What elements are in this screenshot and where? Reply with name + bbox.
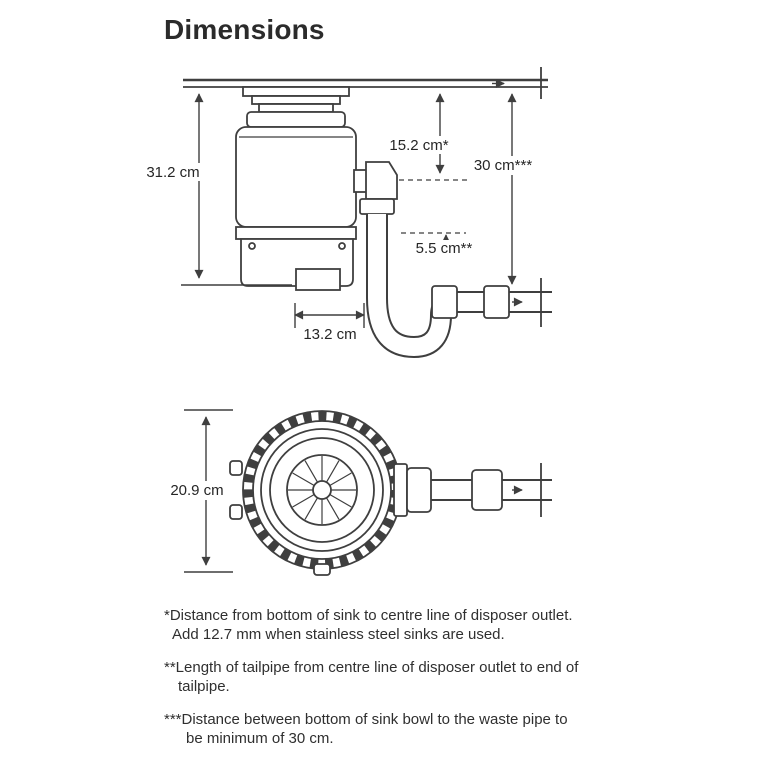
dim-tailpipe-label: 5.5 cm** <box>416 240 473 257</box>
splash-guard-hub <box>312 480 332 500</box>
footnote-waste-pipe: ***Distance between bottom of sink bowl … <box>164 710 744 748</box>
disposer-body <box>235 126 357 228</box>
footnotes: *Distance from bottom of sink to centre … <box>164 606 744 760</box>
label-bg <box>406 240 484 257</box>
housing-panel <box>295 268 341 291</box>
dim-height-label: 31.2 cm <box>146 164 199 181</box>
label-bg <box>161 481 235 500</box>
housing-bolt <box>248 242 256 250</box>
page-title: Dimensions <box>164 14 325 45</box>
housing-bolt <box>338 242 346 250</box>
dimensions-diagram: 31.2 cm 15.2 cm* 30 cm*** 5.5 cm** 13.2 … <box>145 67 552 576</box>
sink-flange <box>242 86 350 97</box>
mounting-tab <box>229 504 243 520</box>
side-view: 31.2 cm 15.2 cm* 30 cm*** 5.5 cm** 13.2 … <box>145 67 552 359</box>
mounting-ring <box>251 95 341 105</box>
p-trap-outline <box>366 214 552 359</box>
label-bg <box>463 156 546 175</box>
dim-min-waste-label: 30 cm*** <box>474 157 533 174</box>
p-trap-fill <box>368 214 552 357</box>
dim-sink-to-outlet-label: 15.2 cm* <box>389 137 448 154</box>
label-bg <box>380 136 460 154</box>
mounting-collar <box>258 103 334 113</box>
footnote-sink-to-outlet: *Distance from bottom of sink to centre … <box>164 606 744 644</box>
mounting-tab <box>313 563 331 576</box>
outlet-nut <box>406 467 432 513</box>
hopper <box>246 111 346 128</box>
outlet-stub <box>353 169 368 193</box>
footnote-line: Add 12.7 mm when stainless steel sinks a… <box>172 626 505 643</box>
coupling-nut <box>471 469 503 511</box>
label-bg <box>145 163 202 181</box>
waste-nut <box>483 285 510 319</box>
footnote-line: ***Distance between bottom of sink bowl … <box>164 711 568 728</box>
body-band <box>235 226 357 240</box>
outlet-elbow <box>365 161 398 200</box>
footnote-tailpipe: **Length of tailpipe from centre line of… <box>164 658 744 696</box>
outlet-flange <box>393 463 408 517</box>
mounting-tab <box>229 460 243 476</box>
splash-guard-slits <box>288 456 356 524</box>
dim-width-label: 13.2 cm <box>303 326 356 343</box>
footnote-line: *Distance from bottom of sink to centre … <box>164 607 573 624</box>
footnote-line: be minimum of 30 cm. <box>186 730 334 747</box>
footnote-line: **Length of tailpipe from centre line of… <box>164 659 579 676</box>
footnote-line: tailpipe. <box>178 678 230 695</box>
top-view: 20.9 cm <box>161 409 552 576</box>
dim-diameter-label: 20.9 cm <box>170 482 223 499</box>
trap-nut <box>431 285 458 319</box>
slip-nut <box>359 198 395 215</box>
